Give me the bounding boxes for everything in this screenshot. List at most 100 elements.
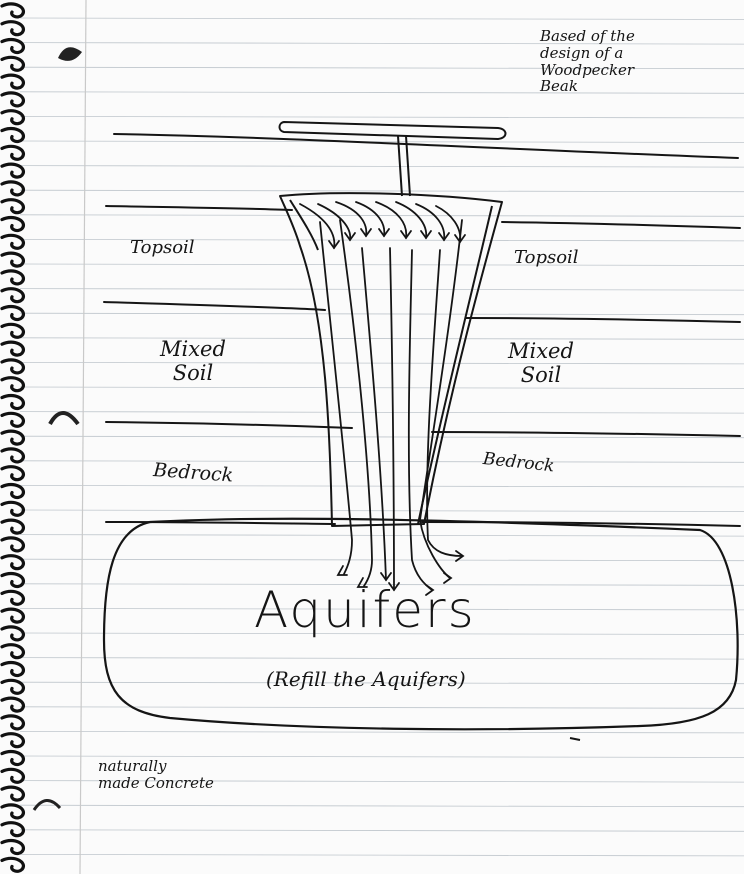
rule-line [20,190,744,192]
water-flow-arrows [300,202,465,595]
spiral-coil [2,680,23,693]
spiral-coil [2,858,23,871]
spiral-coil [2,93,23,106]
spiral-coil [2,431,23,444]
rule-line [20,239,744,241]
spiral-binding [2,4,23,871]
spiral-coil [2,449,23,462]
flow-arrow [420,220,462,578]
t-handle [280,122,506,196]
layer-label-topsoil-left: Topsoil [130,238,195,258]
spiral-coil [2,128,23,141]
spiral-coil [2,716,23,729]
spiral-coil [2,840,23,853]
rule-line [20,387,744,389]
spiral-coil [2,22,23,35]
spiral-coil [2,253,23,266]
spiral-coil [2,289,23,302]
spiral-coil [2,751,23,764]
aquifer-caption: (Refill the Aquifers) [266,668,466,690]
rule-line [20,166,744,168]
rule-line [20,731,744,733]
rule-line [20,805,744,807]
spiral-coil [2,111,23,124]
rule-line [20,313,744,315]
notebook-margin-line [80,0,86,874]
topsoil-bottom-line [466,318,740,322]
spiral-coil [2,520,23,533]
rule-line [20,707,744,709]
funnel-outer-shell [280,193,502,526]
spiral-coil [2,573,23,586]
rule-line [20,338,744,340]
spiral-coil [2,57,23,70]
spiral-coil [2,734,23,747]
spiral-coil [2,484,23,497]
spiral-coil [2,787,23,800]
spiral-coil [2,200,23,213]
spiral-coil [2,467,23,480]
spiral-coil [2,556,23,569]
spiral-coil [2,395,23,408]
spiral-coil [2,342,23,355]
design-note: Based of the design of a Woodpecker Beak [540,28,660,95]
spiral-coil [2,4,23,17]
topsoil-bottom-line [104,302,325,310]
topsoil-top-line [106,206,292,210]
funnel-inner-edge [418,206,492,524]
flow-arrow [340,220,372,586]
spiral-coil [2,146,23,159]
punch-hole-mark [58,47,82,61]
spiral-coil [2,823,23,836]
handle-crossbar [280,122,506,139]
rule-line [20,18,744,20]
funnel-device [280,193,502,526]
layer-label-mixed-soil-left: Mixed Soil [160,338,226,385]
spiral-coil [2,769,23,782]
topsoil-top-line [502,222,740,228]
layer-label-topsoil-right: Topsoil [514,248,579,268]
spiral-coil [2,645,23,658]
spiral-coil [2,217,23,230]
spiral-coil [2,271,23,284]
stray-pen-mark [570,738,580,740]
material-note: naturally made Concrete [98,758,214,792]
rule-line [20,362,744,364]
flow-arrow [390,248,394,590]
flow-arrow [362,248,386,580]
rule-line [20,461,744,463]
layer-label-mixed-soil-right: Mixed Soil [508,340,574,387]
punch-hole-mark [50,413,78,424]
rule-line [20,116,744,118]
spiral-coil [2,324,23,337]
spiral-coil [2,538,23,551]
rule-line [20,485,744,487]
spiral-coil [2,360,23,373]
funnel-inner-edge [290,200,318,250]
spiral-coil [2,39,23,52]
spiral-coil [2,235,23,248]
rule-line [20,559,744,561]
spiral-coil [2,502,23,515]
spiral-coil [2,591,23,604]
spiral-coil [2,698,23,711]
spiral-coil [2,805,23,818]
rule-line [20,830,744,832]
mixed-soil-bottom-line [106,422,352,428]
spiral-coil [2,164,23,177]
rule-line [20,289,744,291]
rule-line [20,264,744,266]
mixed-soil-bottom-line [432,432,740,436]
spiral-coil [2,75,23,88]
rule-line [20,658,744,660]
rule-line [20,854,744,856]
spiral-coil [2,413,23,426]
rule-line [20,436,744,438]
bedrock-bottom-line [106,522,335,524]
spiral-coil [2,378,23,391]
spiral-coil [2,609,23,622]
spiral-coil [2,662,23,675]
rule-line [20,215,744,217]
